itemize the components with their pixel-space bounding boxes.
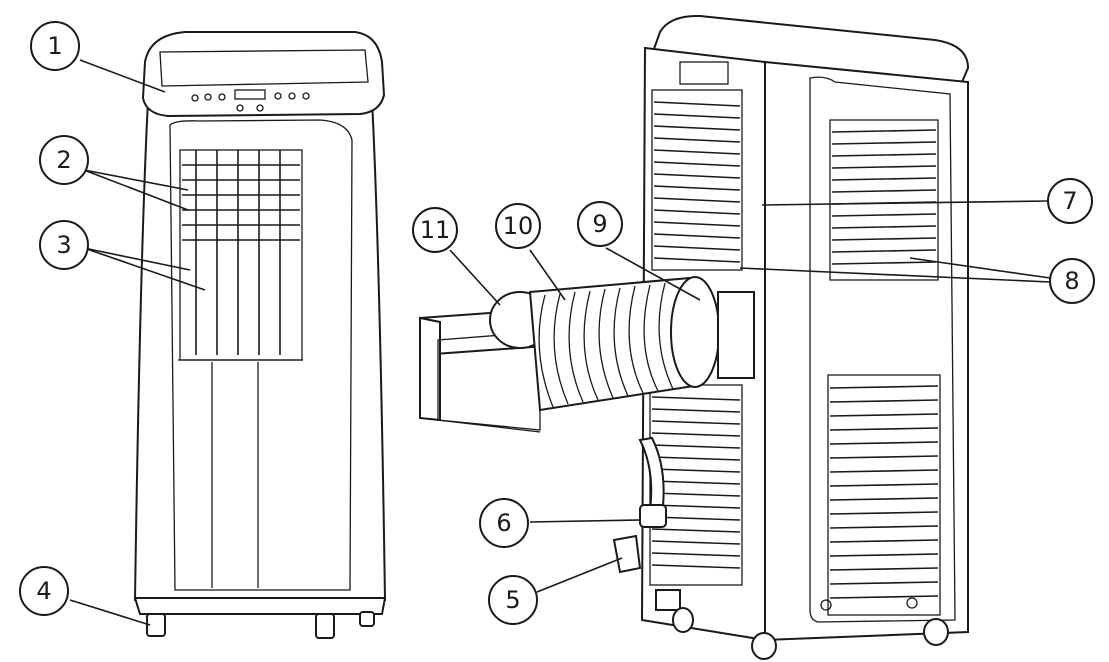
exhaust-hose-ribs <box>538 282 674 408</box>
side-lower-grill <box>827 374 941 616</box>
control-panel <box>191 89 310 112</box>
control-button <box>236 104 244 112</box>
callout-5: 5 <box>488 575 538 625</box>
rear-upper-grill <box>651 89 743 271</box>
control-button <box>218 93 226 101</box>
callout-9: 9 <box>577 201 623 247</box>
hose-unit-connector <box>670 276 720 388</box>
callout-6: 6 <box>479 498 529 548</box>
drain-outlet <box>639 504 667 528</box>
front-top-cap <box>141 31 386 118</box>
callout-label: 1 <box>47 32 62 60</box>
front-top-panel <box>159 49 369 87</box>
control-button <box>288 92 296 100</box>
front-view-unit <box>133 31 387 639</box>
callout-label: 10 <box>503 212 534 240</box>
control-button <box>191 94 199 102</box>
callout-label: 7 <box>1062 187 1077 215</box>
drain-plug <box>612 534 642 574</box>
callout-label: 5 <box>505 586 520 614</box>
front-base <box>133 597 387 615</box>
callout-7: 7 <box>1047 178 1093 224</box>
callout-label: 3 <box>56 231 71 259</box>
callout-3: 3 <box>39 220 89 270</box>
control-display <box>234 89 266 100</box>
rear-upper-grill-bars <box>653 101 741 263</box>
rear-side-panel <box>764 60 969 642</box>
callout-label: 9 <box>592 210 607 238</box>
front-face-panel <box>169 119 353 591</box>
callout-label: 6 <box>496 509 511 537</box>
control-button <box>274 92 282 100</box>
control-button <box>302 92 310 100</box>
rear-lower-grill-bars <box>651 396 741 569</box>
front-louvers <box>182 150 300 355</box>
callout-label: 4 <box>36 577 51 605</box>
callout-2: 2 <box>39 135 89 185</box>
callout-label: 2 <box>56 146 71 174</box>
rear-side-inset <box>809 76 956 623</box>
control-button <box>256 104 264 112</box>
callout-label: 8 <box>1064 267 1079 295</box>
callout-label: 11 <box>420 216 451 244</box>
rear-handle <box>679 61 729 85</box>
callout-4: 4 <box>19 566 69 616</box>
power-socket <box>655 589 681 611</box>
hose-outlet-port <box>717 291 755 379</box>
callout-10: 10 <box>495 203 541 249</box>
callout-11: 11 <box>412 207 458 253</box>
side-lower-grill-bars <box>829 385 939 599</box>
exhaust-hose-assembly <box>419 276 755 433</box>
window-adapter-side <box>419 316 441 422</box>
rear-casters <box>672 607 949 660</box>
front-casters <box>146 611 375 639</box>
leader-lines <box>69 59 1051 626</box>
side-upper-grill <box>829 119 939 281</box>
callout-1: 1 <box>30 21 80 71</box>
control-button <box>204 93 212 101</box>
callout-8: 8 <box>1049 258 1095 304</box>
